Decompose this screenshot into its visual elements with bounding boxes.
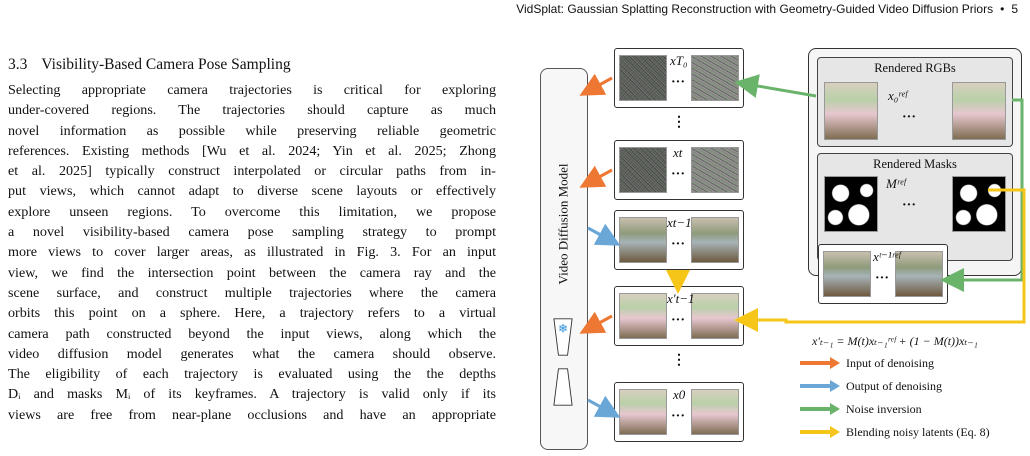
body-line: camera path constructed beyond the input… [8, 325, 496, 342]
scene-thumbnail [619, 389, 667, 435]
scene-thumbnail [691, 389, 739, 435]
step-panel-xT0: xT₀ ··· [614, 48, 744, 108]
scene-thumbnail [619, 217, 667, 263]
rendered-rgbs-title: Rendered RGBs [874, 61, 956, 75]
step-panel-xprime-t-1: x′t−1 ··· [614, 286, 744, 346]
mask-var: Mʳᵉᶠ [886, 176, 906, 191]
body-line: video diffusion model generates what the… [8, 345, 496, 362]
section-title: Visibility-Based Camera Pose Sampling [41, 56, 291, 73]
figure-3: Video Diffusion Model ❄ xT₀ ··· ⋮ xt ···… [530, 44, 1030, 454]
body-line: more views to cover larger areas, as ill… [8, 244, 496, 261]
ellipsis: ··· [671, 75, 686, 90]
step-panel-xt-1: xt−1 ··· [614, 210, 744, 270]
ref-var: x₀ʳᵉᶠ [888, 88, 907, 103]
header-separator: • [1000, 2, 1005, 16]
legend-arrow-yellow [800, 426, 840, 438]
blending-formula: x′ₜ₋₁ = M(t)xₜ₋₁ʳᵉᶠ + (1 − M(t))xₜ₋₁ [812, 334, 978, 348]
ref-thumbnail [895, 251, 943, 297]
video-diffusion-model-block: Video Diffusion Model ❄ [540, 68, 588, 450]
step-panel-x0: x0 ··· [614, 382, 744, 442]
arrow-output [587, 223, 621, 246]
arrow-input [579, 73, 613, 96]
section-heading: 3.3 Visibility-Based Camera Pose Sampling [8, 56, 291, 74]
body-line: orbits this point on a sphere. Here, a t… [8, 305, 496, 322]
vertical-ellipsis: ⋮ [672, 353, 686, 368]
rendered-rgbs-panel: Rendered RGBs x₀ʳᵉᶠ ··· [817, 57, 1013, 147]
mask-thumbnail [952, 176, 1006, 232]
latent-var: x′t−1 [667, 291, 695, 306]
body-line: Dᵢ and masks Mᵢ of its keyframes. A traj… [8, 386, 496, 403]
latent-var: xT₀ [670, 53, 688, 68]
legend-arrow-orange [800, 357, 840, 369]
arrow-output [587, 395, 621, 418]
ellipsis: ··· [671, 167, 686, 182]
snowflake-icon: ❄ [558, 321, 568, 335]
running-header: VidSplat: Gaussian Splatting Reconstruct… [516, 2, 1018, 16]
legend-arrow-green [800, 403, 840, 415]
ref-var: xᵗ⁻¹ʳᵉᶠ [873, 249, 901, 264]
legend-label: Output of denoising [846, 379, 942, 393]
body-line: et al. 2025] typically construct interpo… [8, 163, 496, 180]
rendered-masks-title: Rendered Masks [873, 157, 957, 171]
scene-thumbnail [691, 217, 739, 263]
legend-label: Blending noisy latents (Eq. 8) [846, 425, 990, 439]
figure-arrows [579, 73, 1026, 418]
ellipsis: ··· [902, 110, 917, 125]
arrow-blending [734, 188, 1026, 332]
legend-label: Noise inversion [846, 402, 922, 416]
arrow-input [579, 311, 613, 334]
noise-thumbnail [619, 147, 667, 193]
section-number: 3.3 [8, 56, 28, 73]
ellipsis: ··· [875, 271, 890, 286]
mask-thumbnail [824, 176, 878, 232]
rendered-group: Rendered RGBs x₀ʳᵉᶠ ··· Rendered Masks M… [808, 48, 1022, 276]
body-line: views are free from near-plane occlusion… [8, 406, 496, 423]
body-line: under-covered regions. The trajectories … [8, 102, 496, 119]
ellipsis: ··· [671, 409, 686, 424]
noise-thumbnail [619, 55, 667, 101]
scene-thumbnail [691, 293, 739, 339]
body-line: a novel visibility-based camera pose sam… [8, 224, 496, 241]
ellipsis: ··· [671, 313, 686, 328]
rgb-thumbnail [952, 82, 1006, 140]
latent-var: xt [673, 145, 683, 160]
body-line: novel information as possible while pres… [8, 122, 496, 139]
rgb-thumbnail [824, 82, 878, 140]
body-line: view, we find the intersection point bet… [8, 264, 496, 281]
running-title: VidSplat: Gaussian Splatting Reconstruct… [516, 2, 994, 16]
ref-thumbnail [823, 251, 871, 297]
body-line: scene surface, and construct multiple tr… [8, 284, 496, 301]
decoder-trapezoid [553, 368, 573, 406]
step-panel-xt: xt ··· [614, 140, 744, 200]
arrow-input [579, 165, 613, 188]
encoder-trapezoid: ❄ [553, 318, 573, 356]
body-line: references. Existing methods [Wu et al. … [8, 142, 496, 159]
latent-var: x0 [673, 387, 686, 402]
body-line: The eligibility of each trajectory is ev… [8, 366, 496, 383]
ellipsis: ··· [671, 237, 686, 252]
vertical-ellipsis: ⋮ [672, 115, 686, 130]
arrow-noise-inversion [734, 74, 817, 98]
legend-arrow-blue [800, 380, 840, 392]
noise-thumbnail [691, 147, 739, 193]
noise-thumbnail [691, 55, 739, 101]
body-line: put views, which cannot adapt to diverse… [8, 183, 496, 200]
body-line: Selecting appropriate camera trajectorie… [8, 82, 496, 98]
scene-thumbnail [619, 293, 667, 339]
body-line: explore unseen regions. To overcome this… [8, 203, 496, 220]
ellipsis: ··· [902, 198, 917, 213]
legend-label: Input of denoising [846, 356, 934, 370]
latent-var: xt−1 [667, 215, 692, 230]
page-number: 5 [1011, 2, 1018, 16]
body-paragraph: Selecting appropriate camera trajectorie… [8, 80, 496, 425]
rendered-masks-panel: Rendered Masks Mʳᵉᶠ ··· [817, 153, 1013, 261]
